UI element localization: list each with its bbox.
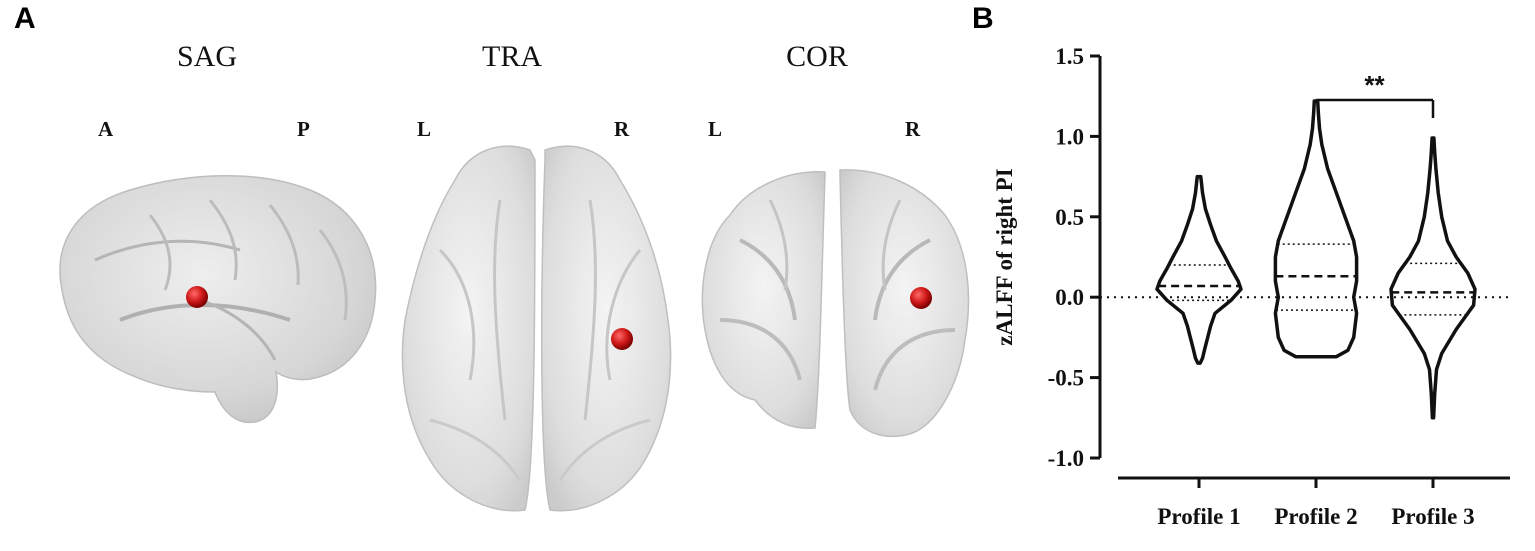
chart-labels: Profile 1 Profile 2 Profile 3 zALFF of righ… [992, 70, 1475, 529]
y-tick-label: 1.0 [1055, 124, 1084, 149]
y-tick-label: 0.0 [1055, 285, 1084, 310]
brain-render-area [59, 145, 970, 512]
panel-b-label: B [972, 2, 994, 35]
violin-body [1155, 174, 1243, 365]
x-tick-label: Profile 2 [1274, 504, 1357, 529]
coronal-brain [701, 169, 970, 438]
orient-tra-right: R [614, 117, 630, 141]
panel-a-label: A [14, 2, 36, 35]
chart-axes: -1.0 -0.5 0.0 0.5 1.0 1.5 [1048, 44, 1510, 488]
roi-sphere-tra [611, 328, 633, 350]
orient-cor-left: L [708, 117, 723, 141]
x-tick-label: Profile 3 [1391, 504, 1474, 529]
view-title-cor: COR [786, 40, 848, 73]
chart-violins [1155, 98, 1477, 420]
violin-body [1273, 99, 1359, 359]
y-axis-label: zALFF of right PI [992, 168, 1017, 345]
view-title-sag: SAG [176, 40, 237, 73]
x-tick-label: Profile 1 [1157, 504, 1240, 529]
y-tick-label: -1.0 [1048, 446, 1084, 471]
roi-sphere-sag [186, 286, 208, 308]
roi-sphere-cor [910, 287, 932, 309]
y-tick-label: 1.5 [1055, 44, 1084, 69]
orient-sag-right: P [297, 117, 310, 141]
y-tick-label: 0.5 [1055, 205, 1084, 230]
orient-tra-left: L [417, 117, 432, 141]
y-tick-label: -0.5 [1048, 366, 1084, 391]
orient-cor-right: R [905, 117, 921, 141]
orient-sag-left: A [98, 117, 114, 141]
transverse-brain [401, 145, 672, 512]
sagittal-brain [59, 175, 377, 424]
violin-body [1389, 136, 1477, 420]
significance-label: ** [1364, 70, 1385, 100]
view-title-tra: TRA [482, 40, 542, 73]
